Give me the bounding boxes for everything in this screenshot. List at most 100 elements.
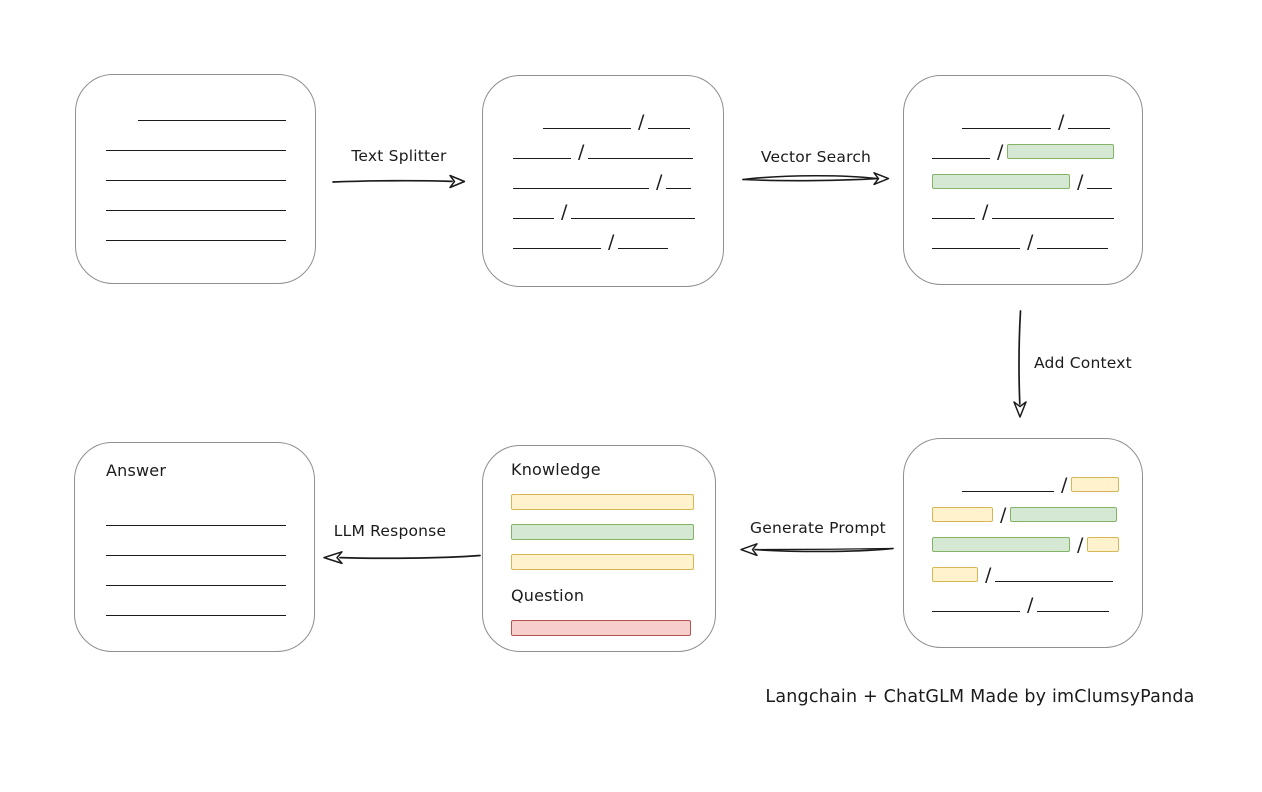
chunk-row: / [932, 582, 1142, 616]
text-line [1087, 188, 1113, 189]
text-line [588, 158, 694, 159]
prompt-node: Knowledge Question [482, 445, 716, 652]
text-line [513, 248, 601, 249]
text-line [513, 188, 649, 189]
highlight-green-bar [1007, 144, 1115, 159]
chunk-row: / [932, 492, 1142, 526]
text-line [106, 555, 286, 556]
chunk-row: / [513, 99, 723, 133]
slash-separator: / [997, 141, 1004, 163]
split-chunks-node: ///// [482, 75, 724, 287]
text-splitter-arrow-icon [332, 174, 466, 189]
question-label: Question [511, 586, 585, 605]
chunk-row [106, 526, 314, 556]
chunk-row: / [932, 219, 1142, 253]
text-line [1068, 128, 1111, 129]
vector-search-label: Vector Search [760, 148, 872, 166]
text-line [106, 525, 286, 526]
chunk-text-lines: ///// [513, 99, 723, 253]
indent-space [513, 128, 543, 129]
context-chunks-node: / / / / / [903, 438, 1143, 648]
indent-space [932, 491, 962, 492]
add-context-arrow-icon [1013, 310, 1027, 418]
chunk-row: / [932, 159, 1142, 193]
knowledge-bars [511, 494, 715, 570]
slash-separator: / [1027, 594, 1034, 616]
answer-text-lines [106, 496, 314, 616]
llm-response-arrow-icon [323, 551, 481, 565]
chunk-row: / [513, 219, 723, 253]
text-line [932, 248, 1020, 249]
text-line [995, 581, 1114, 582]
slash-separator: / [1000, 504, 1007, 526]
chunk-row: / [932, 129, 1142, 163]
answer-node: Answer [74, 442, 315, 652]
chunk-row [106, 211, 315, 241]
text-line [513, 218, 554, 219]
text-line [1037, 611, 1110, 612]
slash-separator: / [1061, 474, 1068, 496]
chunk-row: / [513, 159, 723, 193]
chunk-row: / [932, 99, 1142, 133]
highlight-yellow-bar [1071, 477, 1120, 492]
indent-space [932, 128, 962, 129]
text-line [106, 180, 286, 181]
chunk-row: / [932, 552, 1142, 586]
chunk-row: / [513, 189, 723, 222]
slash-separator: / [1077, 534, 1084, 556]
highlight-yellow-bar [932, 567, 978, 582]
text-line [992, 218, 1115, 219]
chunk-row [106, 556, 314, 586]
chunk-row: / [932, 522, 1142, 556]
text-line [932, 158, 990, 159]
chunk-row [106, 586, 314, 616]
context-chunk-lines: / / / / / [932, 462, 1142, 616]
chunk-row: / [513, 129, 723, 163]
diagram-caption: Langchain + ChatGLM Made by imClumsyPand… [765, 687, 1195, 707]
text-line [962, 491, 1054, 492]
red-bar [511, 620, 691, 636]
text-line [932, 611, 1020, 612]
knowledge-label: Knowledge [511, 460, 601, 479]
generate-prompt-label: Generate Prompt [750, 519, 886, 537]
chunk-row [106, 151, 315, 181]
generate-prompt-arrow-icon [740, 543, 894, 557]
highlight-green-bar [1010, 507, 1118, 522]
chunk-row [106, 91, 315, 121]
add-context-label: Add Context [1034, 354, 1132, 372]
text-line [106, 615, 286, 616]
question-bars [511, 620, 715, 636]
text-line [666, 188, 692, 189]
answer-label: Answer [106, 461, 167, 480]
chunk-row: / [932, 189, 1142, 223]
text-line [106, 240, 286, 241]
slash-separator: / [638, 111, 645, 133]
chunk-row [106, 496, 314, 526]
matched-chunk-lines: / / / / / [932, 99, 1142, 253]
text-line [543, 128, 631, 129]
slash-separator: / [608, 231, 615, 253]
vector-search-arrow-icon [742, 172, 890, 186]
text-line [571, 218, 696, 219]
text-line [106, 585, 286, 586]
slash-separator: / [1058, 111, 1065, 133]
slash-separator: / [656, 171, 663, 193]
highlight-green-bar [932, 537, 1070, 552]
text-line [106, 210, 286, 211]
slash-separator: / [985, 564, 992, 586]
text-line [932, 218, 975, 219]
highlight-green-bar [932, 174, 1070, 189]
yellow-bar [511, 494, 694, 510]
highlight-yellow-bar [932, 507, 993, 522]
slash-separator: / [578, 141, 585, 163]
text-line [138, 120, 286, 121]
chunk-row [106, 181, 315, 211]
chunk-row [106, 121, 315, 151]
text-line [648, 128, 691, 129]
slash-separator: / [1077, 171, 1084, 193]
text-line [106, 150, 286, 151]
slash-separator: / [982, 201, 989, 223]
slash-separator: / [1027, 231, 1034, 253]
yellow-bar [511, 554, 694, 570]
